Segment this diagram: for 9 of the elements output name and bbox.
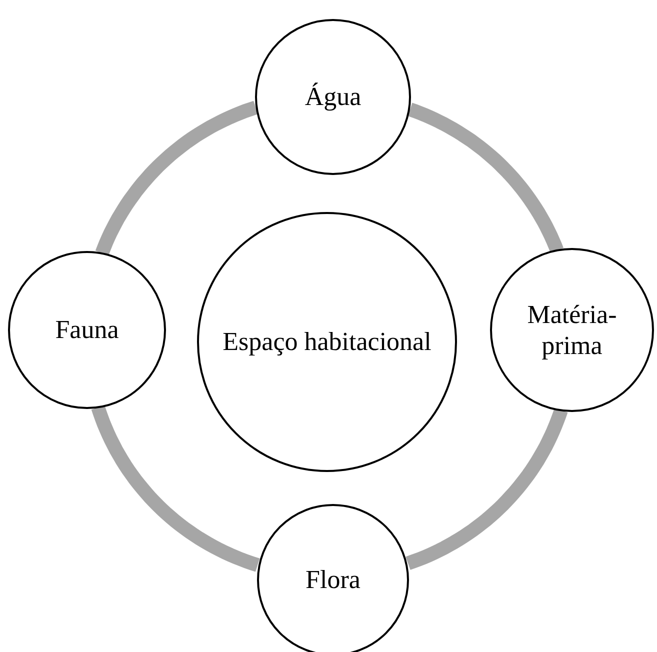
- ring-connector: [406, 408, 568, 570]
- node-label: Fauna: [55, 314, 119, 346]
- node-label: Flora: [306, 564, 360, 596]
- ring-connector: [91, 405, 260, 572]
- ring-connector: [408, 102, 564, 253]
- node-label: Matéria-prima: [526, 298, 618, 362]
- ring-connector: [95, 100, 258, 256]
- node-label: Espaço habitacional: [222, 326, 432, 358]
- node-label: Água: [304, 81, 362, 113]
